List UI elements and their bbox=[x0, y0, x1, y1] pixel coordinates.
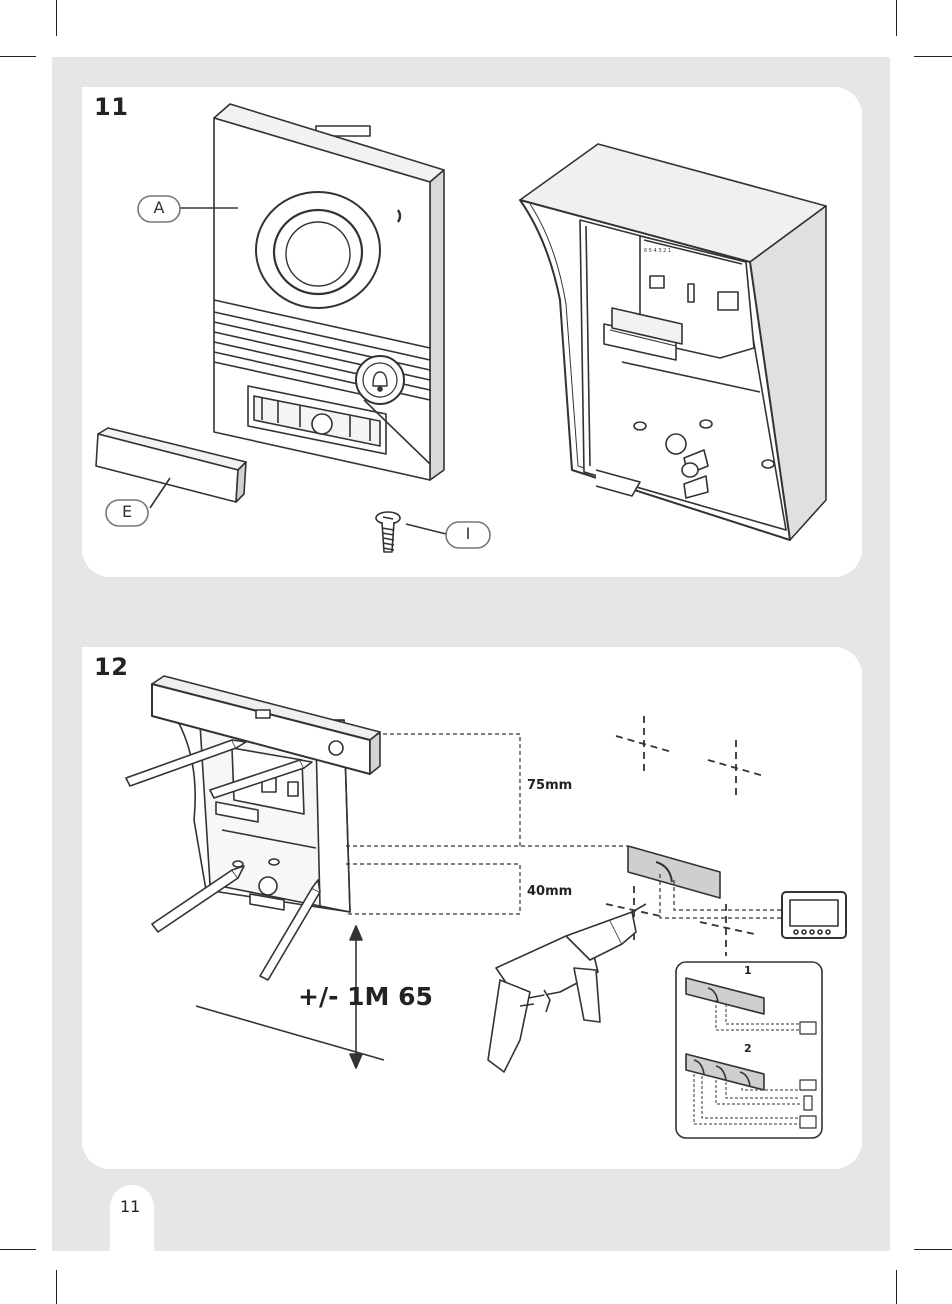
rain-hood: 6 5 4 3 2 1 bbox=[520, 144, 826, 540]
page-number: 11 bbox=[120, 1197, 140, 1216]
callout-leader bbox=[406, 524, 446, 534]
step-12-illustration bbox=[0, 640, 952, 1160]
dimension-lines bbox=[346, 734, 628, 914]
mounting-height: +/- 1M 65 bbox=[298, 982, 433, 1011]
cable-plate bbox=[628, 846, 790, 918]
callout-label-a: A bbox=[138, 198, 180, 217]
crop-mark bbox=[896, 1270, 897, 1304]
callout-label-i: I bbox=[446, 524, 490, 543]
dimension-75mm: 75mm bbox=[527, 778, 572, 793]
dimension-40mm: 40mm bbox=[527, 884, 572, 899]
crop-mark bbox=[56, 1270, 57, 1304]
inset-label-2: 2 bbox=[744, 1042, 752, 1055]
drill bbox=[488, 904, 646, 1072]
crop-mark bbox=[914, 1249, 952, 1250]
door-station-panel bbox=[214, 104, 444, 480]
screw bbox=[376, 512, 400, 552]
name-cover bbox=[96, 428, 246, 502]
svg-text:6 5 4 3 2 1: 6 5 4 3 2 1 bbox=[644, 248, 671, 254]
monitor bbox=[782, 892, 846, 938]
crop-mark bbox=[0, 1249, 36, 1250]
inset-label-1: 1 bbox=[744, 964, 752, 977]
callout-label-e: E bbox=[106, 502, 148, 521]
page-number-tab bbox=[110, 1185, 154, 1251]
